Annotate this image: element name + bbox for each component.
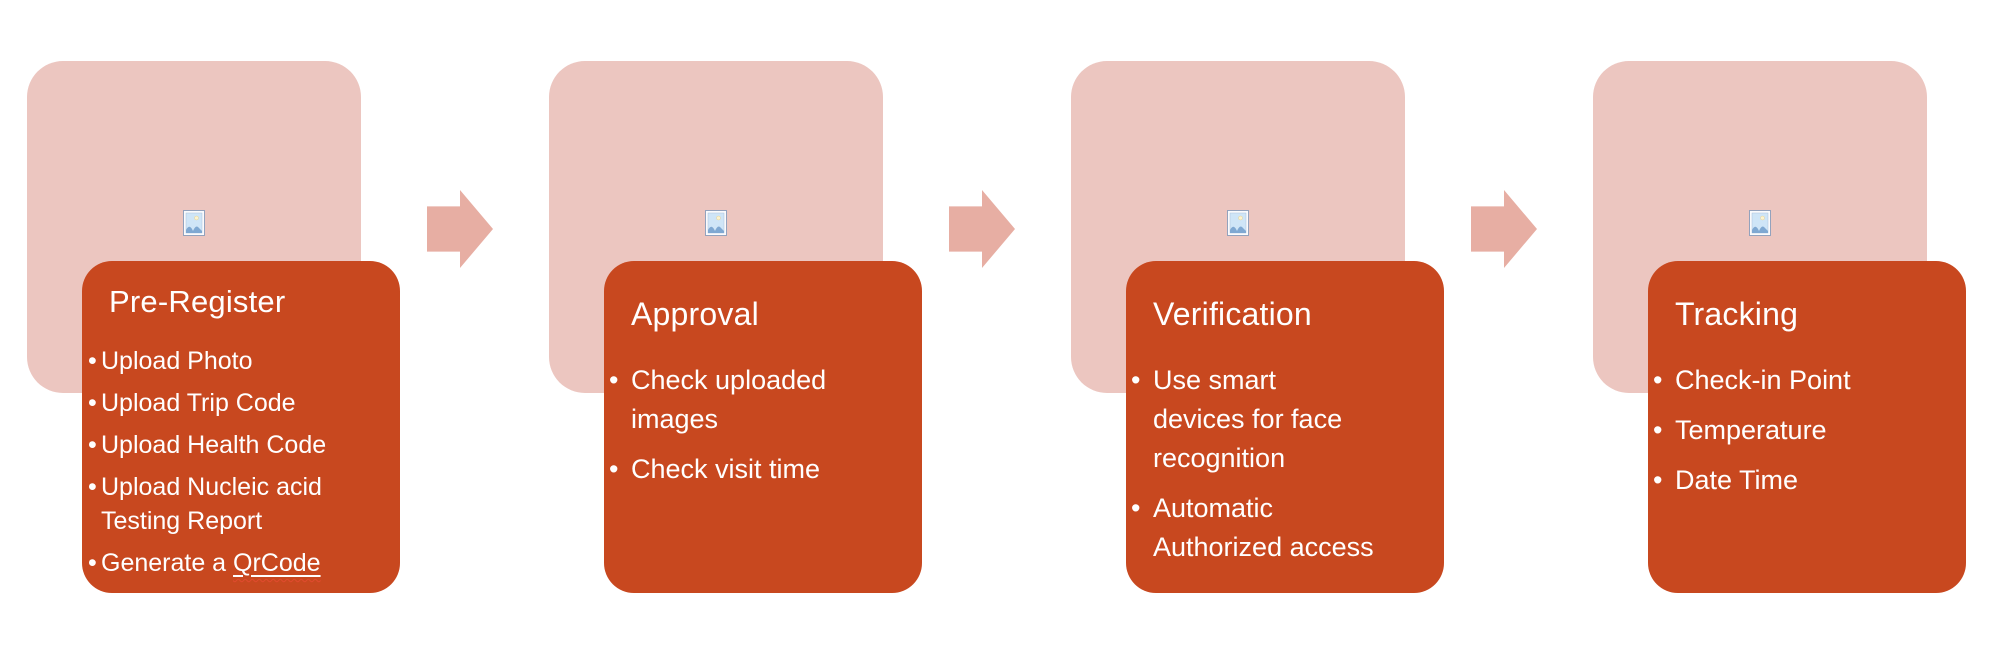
step-title: Tracking	[1675, 296, 1799, 332]
step-bullet: • Temperature	[1653, 411, 1948, 450]
step-bullet-list: • Use smart devices for face recognition…	[1131, 361, 1426, 567]
step-bullet-list: • Check-in Point • Temperature • Date Ti…	[1653, 361, 1948, 500]
bullet-dot-icon: •	[88, 431, 97, 459]
bullet-text: Temperature	[1675, 415, 1827, 445]
bullet-text: Upload Health Code	[101, 431, 327, 459]
bullet-dot-icon: •	[1131, 493, 1141, 523]
step-bullet: • Upload Health Code	[88, 428, 372, 462]
step-bullet: • Automatic Authorized access	[1131, 489, 1426, 567]
step-bullet: • Check visit time	[609, 450, 904, 489]
process-step-approval: Approval • Check uploaded images • Check…	[522, 0, 1044, 669]
step-card: Pre-Register • Upload Photo • Upload Tri…	[82, 261, 400, 593]
bullet-text: Automatic Authorized access	[1153, 493, 1374, 562]
step-bullet: • Upload Trip Code	[88, 386, 372, 420]
step-bullet: • Generate a QrCode	[88, 546, 372, 580]
bullet-dot-icon: •	[1653, 465, 1663, 495]
bullet-text: Upload Nucleic acid Testing Report	[101, 473, 322, 535]
bullet-text: Upload Trip Code	[101, 389, 296, 417]
bullet-dot-icon: •	[1131, 365, 1141, 395]
bullet-dot-icon: •	[609, 454, 619, 484]
step-card: Verification • Use smart devices for fac…	[1126, 261, 1444, 593]
bullet-dot-icon: •	[88, 347, 97, 375]
step-bullet: • Upload Photo	[88, 344, 372, 378]
bullet-dot-icon: •	[88, 549, 97, 577]
image-placeholder-icon	[1227, 210, 1249, 236]
step-bullet: • Upload Nucleic acid Testing Report	[88, 470, 372, 538]
step-bullet: • Date Time	[1653, 461, 1948, 500]
bullet-dot-icon: •	[609, 365, 619, 395]
step-card: Tracking • Check-in Point • Temperature …	[1648, 261, 1966, 593]
bullet-text: Check visit time	[631, 454, 821, 484]
spellchecked-word: QrCode	[233, 549, 321, 577]
bullet-text-part: Generate a	[101, 549, 234, 577]
step-bullet: • Use smart devices for face recognition	[1131, 361, 1426, 478]
bullet-text: Check uploaded images	[631, 365, 827, 434]
right-block-arrow-icon	[949, 190, 1015, 268]
process-step-tracking: Tracking • Check-in Point • Temperature …	[1566, 0, 2008, 669]
bullet-dot-icon: •	[88, 389, 97, 417]
image-placeholder-icon	[1749, 210, 1771, 236]
step-bullet: • Check-in Point	[1653, 361, 1948, 400]
process-step-verification: Verification • Use smart devices for fac…	[1044, 0, 1566, 669]
bullet-text: Check-in Point	[1675, 365, 1851, 395]
step-card: Approval • Check uploaded images • Check…	[604, 261, 922, 593]
image-placeholder-icon	[705, 210, 727, 236]
bullet-dot-icon: •	[1653, 415, 1663, 445]
image-placeholder-icon	[183, 210, 205, 236]
right-block-arrow-icon	[427, 190, 493, 268]
right-block-arrow-icon	[1471, 190, 1537, 268]
bullet-text: Use smart devices for face recognition	[1153, 365, 1343, 473]
bullet-text: Upload Photo	[101, 347, 253, 375]
step-bullet-list: • Upload Photo • Upload Trip Code • Uplo…	[88, 344, 372, 580]
step-bullet-list: • Check uploaded images • Check visit ti…	[609, 361, 904, 489]
process-step-pre-register: Pre-Register • Upload Photo • Upload Tri…	[0, 0, 522, 669]
step-title: Approval	[631, 296, 759, 332]
bullet-text: Generate a QrCode	[101, 546, 372, 580]
step-title: Pre-Register	[109, 284, 286, 319]
bullet-dot-icon: •	[88, 473, 97, 501]
bullet-text: Date Time	[1675, 465, 1799, 495]
step-bullet: • Check uploaded images	[609, 361, 904, 439]
step-title: Verification	[1153, 296, 1312, 332]
bullet-dot-icon: •	[1653, 365, 1663, 395]
